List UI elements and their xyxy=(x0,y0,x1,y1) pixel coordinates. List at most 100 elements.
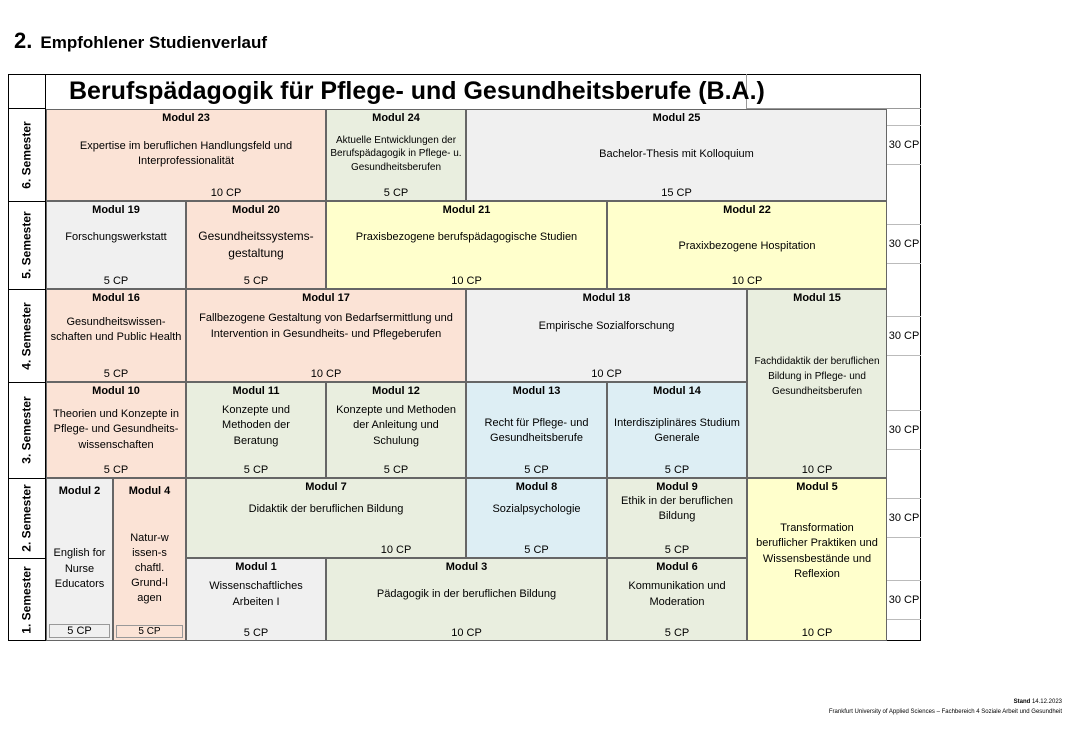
semester-1-cp: 30 CP xyxy=(887,580,921,620)
module-cp: 15 CP xyxy=(661,187,692,199)
module-1-cell: Modul 1 Wissenschaftliches Arbeiten I 5 … xyxy=(186,558,326,641)
module-12-cell: Modul 12 Konzepte und Methoden der Anlei… xyxy=(326,382,466,478)
module-subject: Expertise im beruflichen Handlungsfeld u… xyxy=(79,139,293,167)
module-title: Modul 5 xyxy=(796,481,838,493)
semester-2-cp: 30 CP xyxy=(887,498,921,538)
semester-3-label: 3. Semester xyxy=(8,382,46,478)
module-25-cell: Modul 25 Bachelor-Thesis mit Kolloquium … xyxy=(466,109,887,201)
semester-2-label: 2. Semester xyxy=(8,478,46,558)
module-2-cell: Modul 2 English for Nurse Educators 5 CP xyxy=(46,478,113,641)
module-title: Modul 6 xyxy=(656,561,698,573)
module-subject: Recht für Pflege- und Gesundheitsberufe xyxy=(484,416,589,444)
module-cp: 5 CP xyxy=(243,464,269,476)
module-title: Modul 8 xyxy=(515,481,558,493)
module-11-cell: Modul 11 Konzepte und Methoden der Berat… xyxy=(186,382,326,478)
footer-institution: Frankfurt University of Applied Sciences… xyxy=(828,709,1062,715)
table-title: Berufspädagogik für Pflege- und Gesundhe… xyxy=(46,74,765,109)
semester-divider xyxy=(8,289,46,290)
module-title: Modul 22 xyxy=(723,204,771,216)
module-cp: 10 CP xyxy=(380,544,412,556)
module-cp: 5 CP xyxy=(103,368,129,380)
module-title: Modul 13 xyxy=(512,385,561,397)
module-7-cell: Modul 7 Didaktik der beruflichen Bildung… xyxy=(186,478,466,558)
module-title: Modul 4 xyxy=(128,485,171,497)
module-15-cell: Modul 15 Fachdidaktik der beruflichen Bi… xyxy=(747,289,887,478)
semester-3-cp: 30 CP xyxy=(887,410,921,450)
semester-divider xyxy=(8,558,46,559)
module-subject: Praxixbezogene Hospitation xyxy=(678,240,816,253)
semester-6-label: 6. Semester xyxy=(8,109,46,201)
module-title: Modul 7 xyxy=(305,481,347,493)
section-number: 2. xyxy=(14,28,33,53)
module-cp: 5 CP xyxy=(243,627,269,639)
semester-4-cp: 30 CP xyxy=(887,316,921,356)
stand-label: Stand xyxy=(1013,699,1031,705)
module-subject: Gesundheitswissen-schaften und Public He… xyxy=(50,315,182,343)
module-cp: 5 CP xyxy=(664,544,690,556)
module-subject: Transformation beruflicher Praktiken und… xyxy=(756,522,878,580)
module-cp: 5 CP xyxy=(524,544,549,556)
module-6-cell: Modul 6 Kommunikation und Moderation 5 C… xyxy=(607,558,747,641)
module-title: Modul 18 xyxy=(582,292,631,304)
module-17-cell: Modul 17 Fallbezogene Gestaltung von Bed… xyxy=(186,289,466,382)
semester-divider xyxy=(8,201,46,202)
module-16-cell: Modul 16 Gesundheitswissen-schaften und … xyxy=(46,289,186,382)
module-subject: Fallbezogene Gestaltung von Bedarfsermit… xyxy=(199,312,453,340)
module-4-cell: Modul 4 Natur-wissen-schaftl. Grund-lage… xyxy=(113,478,186,641)
module-cp: 10 CP xyxy=(310,368,342,380)
module-20-cell: Modul 20 Gesundheitssystems-gestaltung 5… xyxy=(186,201,326,289)
module-title: Modul 2 xyxy=(58,485,101,497)
module-title: Modul 12 xyxy=(372,385,420,397)
module-cp: 5 CP xyxy=(116,625,183,638)
module-title: Modul 10 xyxy=(92,385,140,397)
module-subject: Aktuelle Entwicklungen der Berufspädagog… xyxy=(330,134,462,173)
module-title: Modul 25 xyxy=(652,112,701,124)
module-subject: English for Nurse Educators xyxy=(53,547,106,591)
module-title: Modul 14 xyxy=(653,385,701,397)
module-title: Modul 15 xyxy=(793,292,841,304)
semester-6-cp: 30 CP xyxy=(887,125,921,165)
module-title: Modul 11 xyxy=(232,385,280,397)
module-cp: 5 CP xyxy=(49,624,110,638)
module-10-cell: Modul 10 Theorien und Konzepte in Pflege… xyxy=(46,382,186,478)
module-cp: 5 CP xyxy=(243,275,269,287)
module-title: Modul 17 xyxy=(302,292,350,304)
module-cp: 5 CP xyxy=(524,464,549,476)
module-subject: Interdisziplinäres Studium Generale xyxy=(614,416,740,444)
module-subject: Gesundheitssystems-gestaltung xyxy=(198,229,314,260)
module-23-cell: Modul 23 Expertise im beruflichen Handlu… xyxy=(46,109,326,201)
table-title-spacer xyxy=(747,74,921,109)
module-subject: Ethik in der beruflichen Bildung xyxy=(621,494,733,522)
module-cp: 10 CP xyxy=(451,627,482,639)
semester-1-label: 1. Semester xyxy=(8,558,46,641)
module-cp: 5 CP xyxy=(103,464,129,476)
module-22-cell: Modul 22 Praxixbezogene Hospitation 10 C… xyxy=(607,201,887,289)
module-cp: 5 CP xyxy=(103,275,129,287)
module-18-cell: Modul 18 Empirische Sozialforschung 10 C… xyxy=(466,289,747,382)
module-title: Modul 3 xyxy=(445,561,488,573)
module-subject: Theorien und Konzepte in Pflege- und Ges… xyxy=(53,408,179,451)
module-cp: 10 CP xyxy=(591,368,622,380)
module-title: Modul 1 xyxy=(235,561,277,573)
module-title: Modul 9 xyxy=(656,481,698,493)
module-title: Modul 23 xyxy=(162,112,210,124)
footer-stand: Stand 14.12.2023 xyxy=(1014,699,1062,705)
section-heading: 2. Empfohlener Studienverlauf xyxy=(14,28,267,54)
semester-5-cp: 30 CP xyxy=(887,224,921,264)
module-cp: 5 CP xyxy=(664,464,690,476)
section-title: Empfohlener Studienverlauf xyxy=(40,33,268,52)
module-9-cell: Modul 9 Ethik in der beruflichen Bildung… xyxy=(607,478,747,558)
module-cp: 10 CP xyxy=(210,187,242,199)
module-cp: 10 CP xyxy=(451,275,482,287)
module-8-cell: Modul 8 Sozialpsychologie 5 CP xyxy=(466,478,607,558)
module-13-cell: Modul 13 Recht für Pflege- und Gesundhei… xyxy=(466,382,607,478)
module-subject: Fachdidaktik der beruflichen Bildung in … xyxy=(754,356,880,397)
table-corner-cell xyxy=(8,74,46,109)
module-cp: 5 CP xyxy=(383,187,409,199)
module-subject: Bachelor-Thesis mit Kolloquium xyxy=(599,148,754,161)
module-cp: 10 CP xyxy=(731,275,763,287)
module-title: Modul 16 xyxy=(92,292,140,304)
module-subject: Pädagogik in der beruflichen Bildung xyxy=(376,587,557,600)
module-subject: Didaktik der beruflichen Bildung xyxy=(248,503,404,516)
module-title: Modul 24 xyxy=(372,112,420,124)
